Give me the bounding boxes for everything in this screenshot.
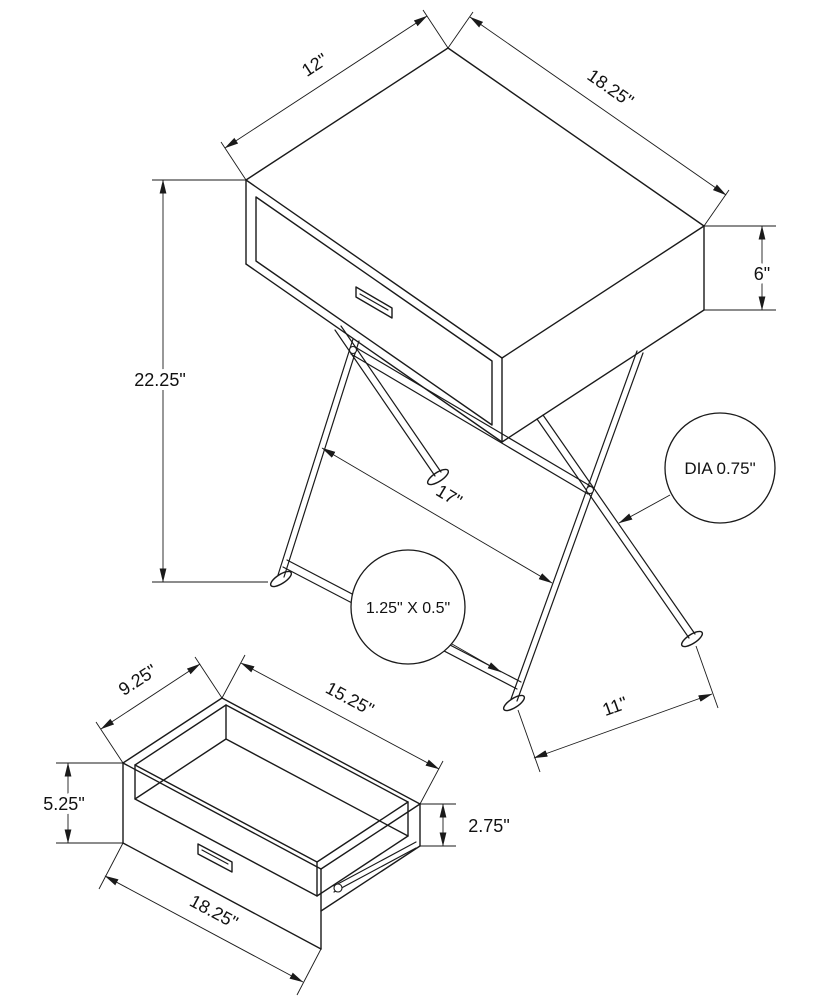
dim-label-inner-width: 15.25": [322, 678, 377, 720]
drawer-slide-rail: [333, 841, 417, 893]
table-top-box: [245, 47, 705, 443]
drawer-view: 9.25" 15.25" 5.25" 2.75" 18.: [39, 654, 514, 996]
dim-label-box-height: 6": [754, 264, 770, 284]
callout-leg-diameter: DIA 0.75": [618, 412, 776, 524]
dim-box-height: 6": [704, 225, 776, 311]
dim-top-depth: 12": [220, 9, 449, 181]
drawer-front-panel: [255, 196, 493, 426]
leg-feet: [269, 468, 704, 712]
dim-overall-height: 22.25": [130, 179, 268, 583]
dim-inner-width: 15.25": [221, 654, 444, 805]
dim-label-top-width: 18.25": [584, 65, 638, 111]
leg-bolt-icon: [348, 345, 358, 355]
dim-label-foot-depth: 11": [600, 693, 630, 720]
right-x-leg-frame: [510, 350, 696, 702]
dim-label-front-height: 5.25": [43, 794, 84, 814]
callout-label-leg-diameter: DIA 0.75": [684, 459, 755, 478]
dim-side-height: 2.75": [420, 803, 514, 847]
drawer-handle: [355, 286, 393, 319]
drawer-box-outline: [122, 697, 421, 950]
dim-label-overall-height: 22.25": [134, 370, 185, 390]
dim-label-front-width: 18.25": [186, 891, 241, 933]
drawer-handle-detail: [197, 843, 233, 873]
rail-roller-icon: [333, 883, 343, 893]
callout-circle: [664, 412, 776, 524]
dim-front-height: 5.25": [39, 762, 123, 844]
dim-label-inner-depth: 9.25": [115, 660, 161, 699]
leg-bolt-icon: [585, 485, 595, 495]
dim-top-width: 18.25": [447, 11, 730, 227]
dim-front-width: 18.25": [98, 842, 322, 996]
left-x-leg-frame: [277, 325, 442, 578]
dim-foot-depth: 11": [517, 645, 719, 773]
callout-label-stretcher-size: 1.25" X 0.5": [366, 600, 450, 617]
callout-stretcher-size: 1.25" X 0.5": [350, 549, 502, 673]
dim-label-top-depth: 12": [298, 49, 331, 80]
dim-label-leg-spread: 17": [433, 480, 466, 511]
dim-label-side-height: 2.75": [468, 816, 509, 836]
table-view: 12" 18.25" 6" 22.25" 17": [130, 9, 776, 773]
